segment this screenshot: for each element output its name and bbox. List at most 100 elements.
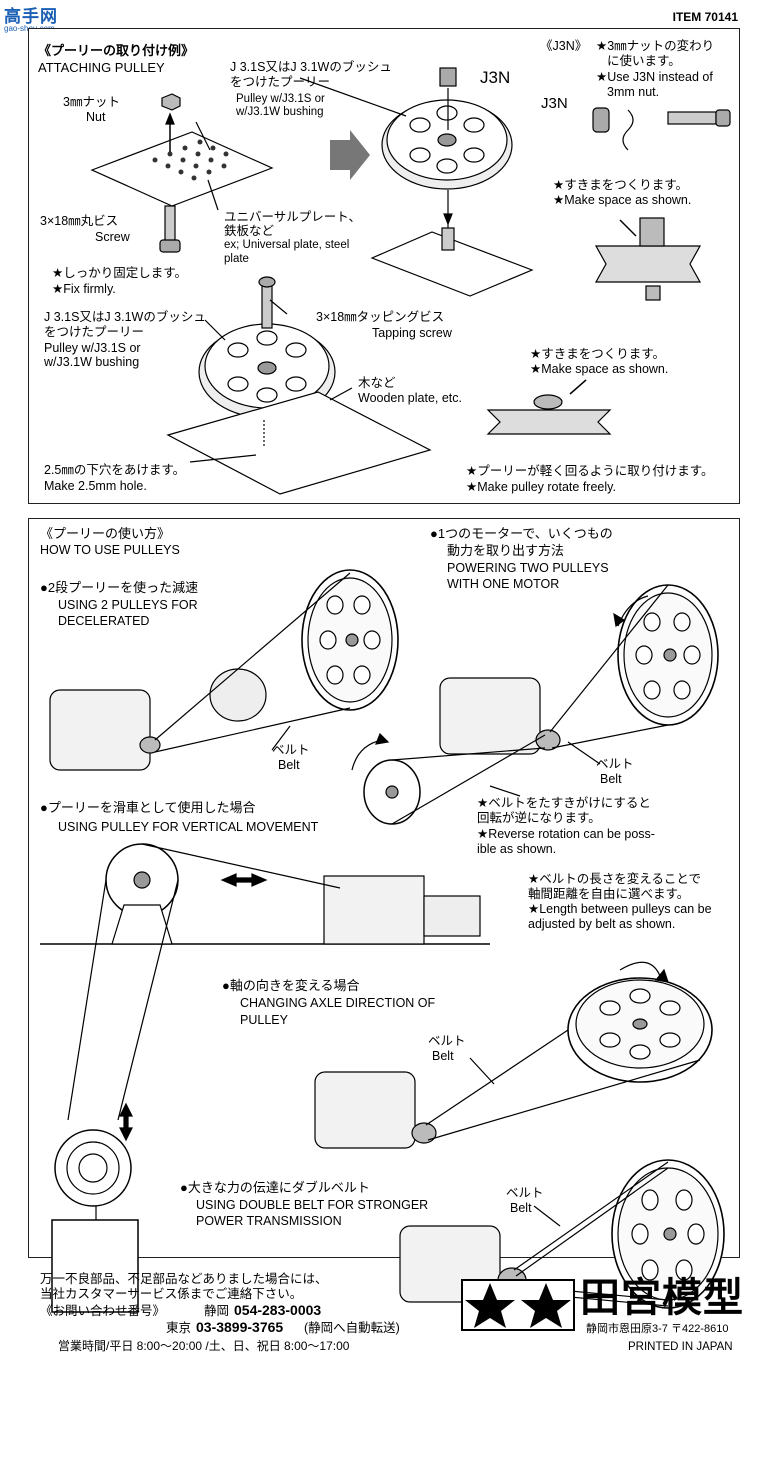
two-pulley-title-en1: USING 2 PULLEYS FOR [58,598,198,612]
j3n-label-detail: J3N [541,95,568,112]
j3n-label-top: J3N [480,68,511,87]
item-number: ITEM 70141 [672,10,738,24]
tokyo-tel: 03-3899-3765 [196,1319,284,1335]
pulley-bush-label-jp1: J 3.1S又はJ 3.1Wのブッシュ [230,60,392,74]
belt2-label-jp: ベルト [596,757,634,771]
space-note1-jp: ★すきまをつくります。 [553,178,688,192]
inquiry-label: 《お問い合わせ番号》 [40,1304,166,1318]
length-note-jp2: 軸間距離を自由に選べます。 [528,887,690,901]
hole-note-jp: 2.5㎜の下穴をあけます。 [44,463,186,477]
j3n-note-jp1: ★3㎜ナットの変わり [596,39,715,53]
pulley-bush-label-en2: w/J3.1W bushing [236,106,324,118]
shizuoka-city: 静岡 [204,1304,230,1318]
axle-title-jp: ●軸の向きを変える場合 [222,978,360,993]
belt4-label-en: Belt [510,1201,532,1215]
two-pulley-title-en2: DECELERATED [58,614,150,628]
footer-line2: 当社カスタマーサービス係までご連絡下さい。 [40,1287,303,1301]
star-left-icon [465,1283,515,1328]
double-belt-title-en2: POWER TRANSMISSION [196,1214,342,1228]
plate-label-jp1: ユニバーサルプレート、 [224,210,362,224]
belt2-label-en: Belt [600,772,622,786]
pulley2-label-en1: Pulley w/J3.1S or [44,341,141,355]
vertical-title-jp: ●プーリーを滑車として使用した場合 [40,800,256,815]
screw-label-jp: 3×18㎜丸ビス [40,214,119,228]
plate-label-jp2: 鉄板など [224,224,275,238]
fix-note-en: ★Fix firmly. [52,282,116,296]
shizuoka-tel: 054-283-0003 [234,1302,322,1318]
double-belt-title-en1: USING DOUBLE BELT FOR STRONGER [196,1198,429,1212]
direction-arrow [330,130,370,180]
screw-label-en: Screw [95,230,130,244]
two-pulley-diagram [49,569,399,771]
space-note1-en: ★Make space as shown. [553,193,692,207]
two-pulleys-one-motor-diagram [351,584,719,825]
plate-label-en2: plate [224,253,249,265]
rotate-note-jp: ★プーリーが軽く回るように取り付けます。 [466,464,714,478]
wood-label-jp: 木など [358,376,396,390]
power-title-jp1: ●1つのモーターで、いくつもの [430,526,613,541]
belt3-label-jp: ベルト [428,1034,466,1048]
wooden-plate [166,391,432,495]
axle-title-en2: PULLEY [240,1013,288,1027]
use-title-jp: 《プーリーの使い方》 [40,526,171,541]
business-hours: 営業時間/平日 8:00〜20:00 /土、日、祝日 8:00〜17:00 [58,1339,350,1353]
nut-shape [161,93,181,111]
two-pulley-title-jp: ●2段プーリーを使った減速 [40,580,199,595]
attaching-title-en: ATTACHING PULLEY [38,60,165,75]
j3n-title: 《J3N》 [540,39,588,53]
watermark-text: 高手网 [4,7,58,26]
universal-plate [90,131,274,207]
double-belt-diagram [399,1159,725,1309]
footer-line1: 万一不良部品、不足部品などありました場合には、 [40,1272,328,1286]
brand-name: 田宮模型 [580,1276,744,1320]
power-title-en1: POWERING TWO PULLEYS [447,561,609,575]
company-address: 静岡市恩田原3-7 〒422-8610 [586,1323,729,1335]
pulley-bush-label-en1: Pulley w/J3.1S or [236,93,325,105]
star-right-icon [521,1283,571,1328]
power-title-jp2: 動力を取り出す方法 [447,543,565,558]
j3n-note-en1: ★Use J3N instead of [596,70,713,84]
tokyo-city: 東京 [166,1321,192,1335]
space-note2-jp: ★すきまをつくります。 [530,347,665,361]
reverse-note-jp1: ★ベルトをたすきがけにすると [477,796,651,810]
tapping-screw-label-jp: 3×18㎜タッピングビス [316,310,445,324]
pulley-bush-label-jp2: をつけたプーリー [230,75,331,89]
wood-label-en: Wooden plate, etc. [358,391,463,405]
length-note-en2: adjusted by belt as shown. [528,917,676,931]
pulley2-label-jp1: J 3.1S又はJ 3.1Wのブッシュ [44,310,206,324]
pulley2-label-en2: w/J3.1W bushing [44,355,140,369]
vertical-title-en: USING PULLEY FOR VERTICAL MOVEMENT [58,820,319,834]
nut-label-jp: 3㎜ナット [63,95,120,109]
tapping-screw-label-en: Tapping screw [372,326,452,340]
j3n-note-en2: 3mm nut. [607,85,660,99]
belt3-label-en: Belt [432,1049,454,1063]
length-note-en1: ★Length between pulleys can be [528,902,712,916]
reverse-note-en2: ible as shown. [477,842,557,856]
use-title-en: HOW TO USE PULLEYS [40,543,180,557]
reverse-note-en1: ★Reverse rotation can be poss- [477,827,655,841]
axle-title-en1: CHANGING AXLE DIRECTION OF [240,996,436,1010]
nut-label-en: Nut [86,110,106,124]
printed-in-japan: PRINTED IN JAPAN [628,1341,733,1353]
power-title-en2: WITH ONE MOTOR [447,577,560,591]
hole-note-en: Make 2.5mm hole. [44,479,147,493]
tokyo-note: (静岡へ自動転送) [304,1321,400,1335]
reverse-note-jp2: 回転が逆になります。 [477,811,601,825]
length-note-jp1: ★ベルトの長さを変えることで [528,872,701,886]
plate-label-en1: ex; Universal plate, steel [224,239,350,251]
axle-direction-diagram [314,961,713,1149]
double-belt-title-jp: ●大きな力の伝達にダブルベルト [180,1180,370,1195]
rotate-note-en: ★Make pulley rotate freely. [466,480,616,494]
fix-note-jp: ★しっかり固定します。 [52,266,187,280]
belt1-label-jp: ベルト [272,743,310,757]
belt1-label-en: Belt [278,758,300,772]
plate-holes [152,139,229,181]
j3n-note-jp2: に使います。 [607,54,681,68]
attaching-title-jp: 《プーリーの取り付け例》 [38,43,195,58]
space-note2-en: ★Make space as shown. [530,362,669,376]
pulley2-label-jp2: をつけたプーリー [44,325,145,339]
belt4-label-jp: ベルト [506,1186,544,1200]
